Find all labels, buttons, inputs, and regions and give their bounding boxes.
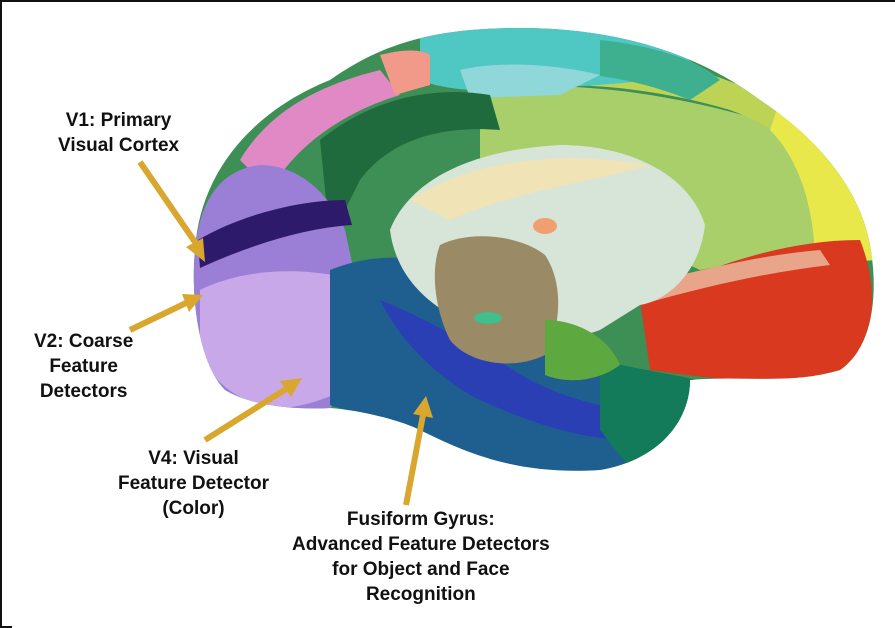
label-v1-line2: Visual Cortex bbox=[58, 133, 179, 158]
arrow-v2 bbox=[130, 303, 186, 330]
label-v4-line2: Feature Detector bbox=[118, 471, 269, 496]
label-v2-line2: Feature bbox=[34, 354, 133, 379]
label-v2: V2: Coarse Feature Detectors bbox=[34, 329, 133, 404]
arrow-fusiform bbox=[406, 415, 423, 505]
label-v4-line1: V4: Visual bbox=[118, 446, 269, 471]
brain-medial-surface bbox=[180, 20, 880, 490]
arrow-v1 bbox=[140, 162, 197, 245]
label-v4: V4: Visual Feature Detector (Color) bbox=[118, 446, 269, 521]
label-v1: V1: Primary Visual Cortex bbox=[58, 108, 179, 158]
label-v2-line1: V2: Coarse bbox=[34, 329, 133, 354]
label-v4-line3: (Color) bbox=[118, 496, 269, 521]
label-v1-line1: V1: Primary bbox=[58, 108, 179, 133]
label-fusiform: Fusiform Gyrus: Advanced Feature Detecto… bbox=[292, 507, 550, 607]
label-fusiform-line2: Advanced Feature Detectors bbox=[292, 532, 550, 557]
label-fusiform-line1: Fusiform Gyrus: bbox=[292, 507, 550, 532]
label-fusiform-line4: Recognition bbox=[292, 582, 550, 607]
label-v2-line3: Detectors bbox=[34, 379, 133, 404]
label-fusiform-line3: for Object and Face bbox=[292, 557, 550, 582]
